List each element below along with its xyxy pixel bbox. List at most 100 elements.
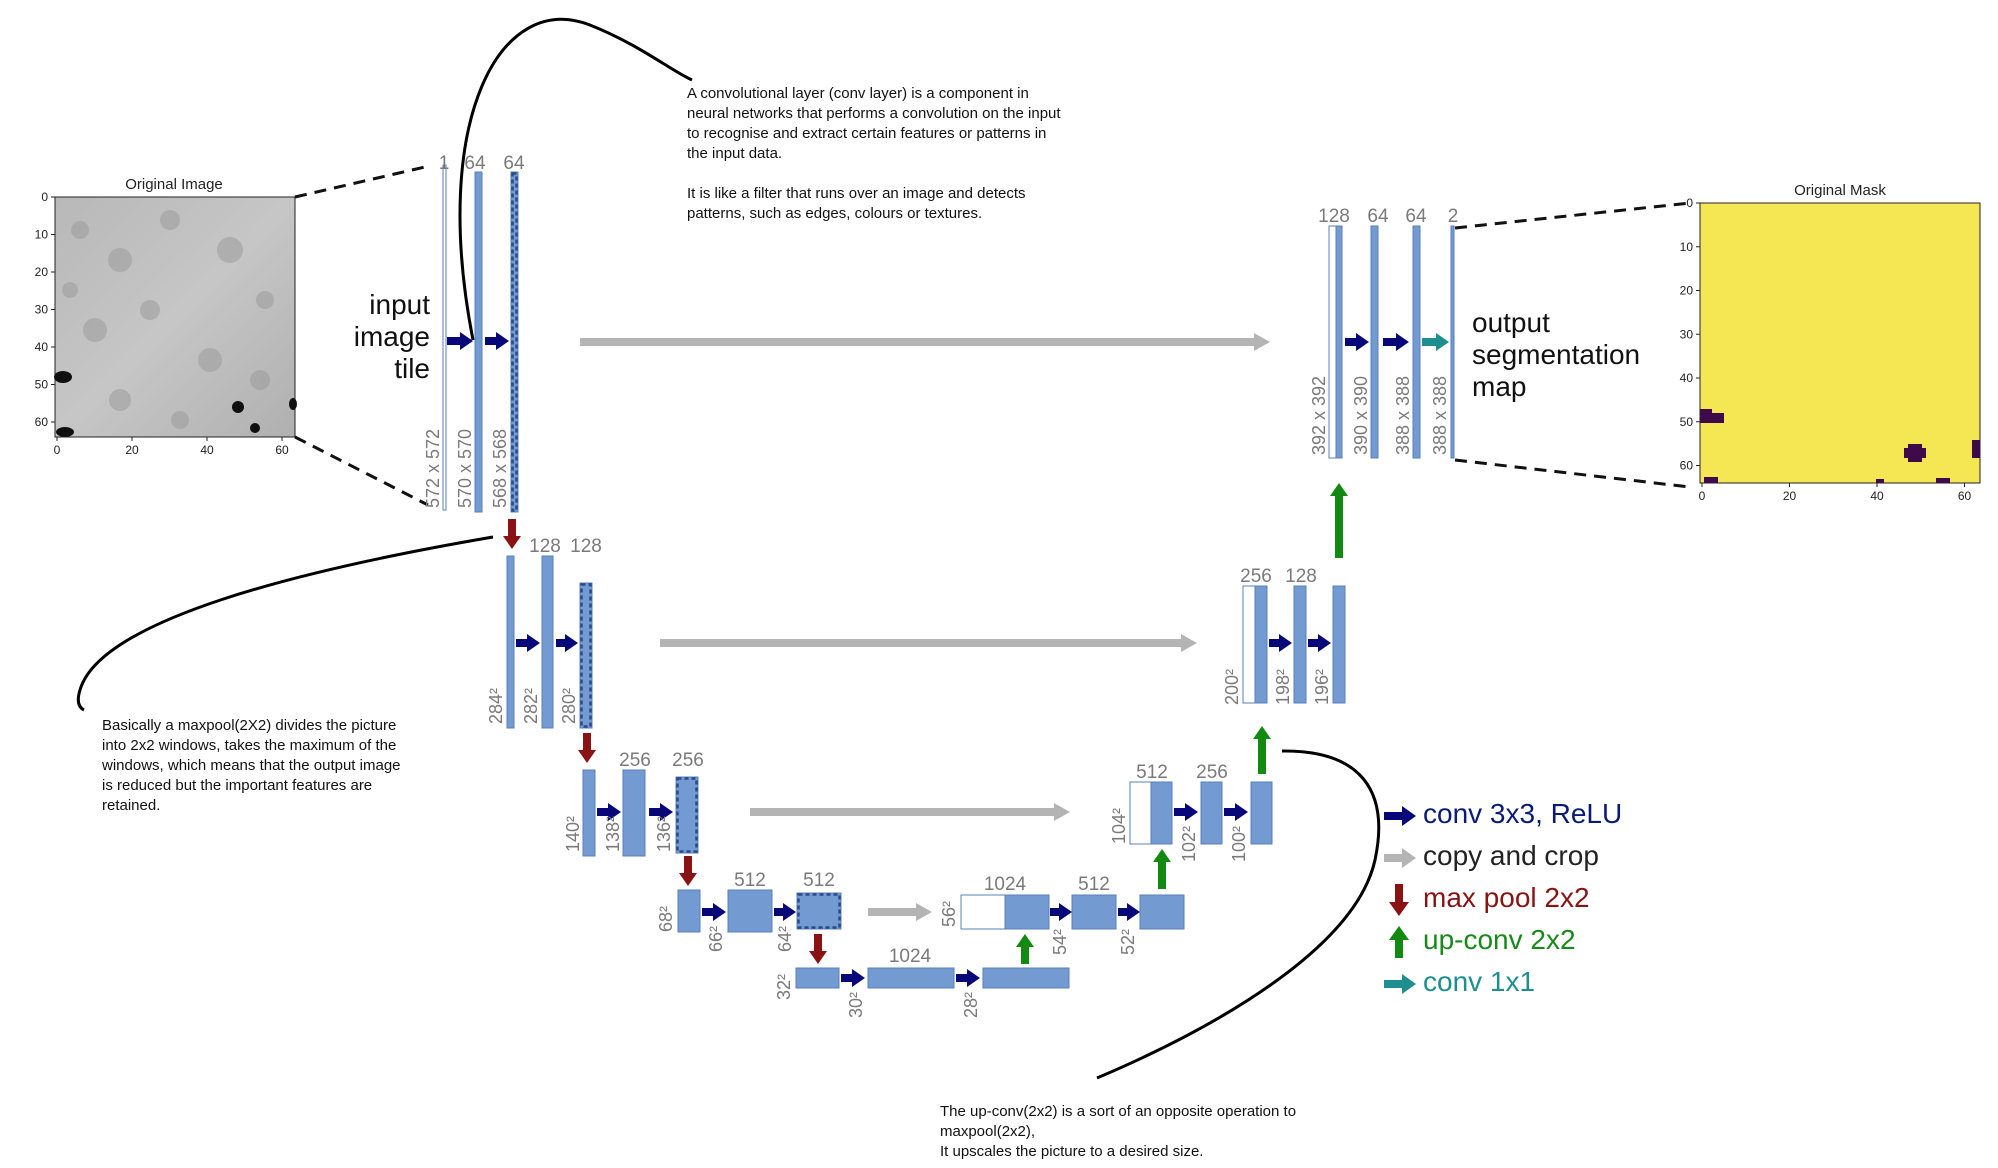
size-label: 30² bbox=[846, 992, 866, 1018]
channel-label: 1024 bbox=[889, 946, 932, 967]
channel-label: 256 bbox=[1196, 762, 1228, 783]
size-label: 100² bbox=[1229, 826, 1249, 862]
original_mask-ytick-label: 10 bbox=[1680, 240, 1694, 254]
size-label: 136² bbox=[654, 816, 674, 852]
original_mask-xtick-label: 60 bbox=[1958, 489, 1972, 503]
original-image-texture bbox=[62, 210, 274, 429]
size-label: 392 x 392 bbox=[1309, 376, 1329, 455]
conv-arrow-icon bbox=[1384, 806, 1416, 826]
level1-dec-conv2-block bbox=[1412, 225, 1421, 459]
input-connector-bottom bbox=[294, 435, 429, 507]
channel-label: 1 bbox=[439, 153, 450, 174]
conv1x1-arrow-icon bbox=[1384, 974, 1416, 994]
original-image-title: Original Image bbox=[125, 176, 223, 193]
channel-label: 128 bbox=[1285, 566, 1317, 587]
conv-layer-annotation: A convolutional layer (conv layer) is a … bbox=[687, 85, 1061, 222]
channel-label: 64 bbox=[503, 153, 525, 174]
level2-up-block bbox=[1254, 585, 1268, 704]
channel-label: 256 bbox=[672, 750, 704, 771]
conv-arrow bbox=[649, 803, 673, 821]
size-label: 568 x 568 bbox=[490, 429, 510, 508]
level5-conv2-block bbox=[982, 967, 1070, 989]
maxpool-callout-curve bbox=[76, 535, 494, 712]
crop-region-outline bbox=[580, 583, 592, 728]
size-label: 140² bbox=[563, 816, 583, 852]
original_image-ytick-label: 40 bbox=[35, 340, 49, 354]
level3-copy-block bbox=[1129, 781, 1152, 845]
size-label: 572 x 572 bbox=[423, 429, 443, 508]
size-label: 284² bbox=[486, 688, 506, 724]
size-label: 64² bbox=[775, 926, 795, 952]
original_mask-ytick-label: 20 bbox=[1680, 284, 1694, 298]
output-label: map bbox=[1472, 371, 1526, 402]
original_image-ytick-label: 30 bbox=[35, 303, 49, 317]
maxpool-arrow bbox=[679, 856, 697, 886]
size-label: 104² bbox=[1109, 808, 1129, 844]
size-label: 198² bbox=[1273, 669, 1293, 705]
copy-and-crop-arrow-level1 bbox=[580, 333, 1270, 351]
upconv-annotation: The up-conv(2x2) is a sort of an opposit… bbox=[940, 1103, 1297, 1160]
size-label: 66² bbox=[706, 926, 726, 952]
size-label: 56² bbox=[939, 901, 959, 927]
level2-conv2-block bbox=[579, 582, 593, 729]
size-label: 196² bbox=[1312, 669, 1332, 705]
conv-callout-curve bbox=[458, 17, 693, 341]
legend-item-upconv: up-conv 2x2 bbox=[1380, 922, 1710, 964]
legend-label-upconv: up-conv 2x2 bbox=[1423, 924, 1576, 955]
level3-conv2-block bbox=[675, 776, 699, 854]
original_image-xtick-label: 0 bbox=[54, 443, 61, 457]
level2-copy-block bbox=[1242, 585, 1256, 704]
original_image-xtick-label: 60 bbox=[275, 443, 289, 457]
level1-conv2-block bbox=[510, 171, 519, 513]
channel-label: 2 bbox=[1448, 206, 1459, 227]
upconv-callout-curve bbox=[1096, 749, 1381, 1080]
upconv-arrow bbox=[1253, 726, 1271, 774]
copy-and-crop-arrow-level3 bbox=[750, 803, 1070, 821]
original_mask-xtick-label: 40 bbox=[1870, 489, 1884, 503]
original_image-ytick-label: 0 bbox=[41, 190, 48, 204]
legend-label-conv: conv 3x3, ReLU bbox=[1423, 798, 1623, 829]
original_mask-ytick-label: 30 bbox=[1680, 327, 1694, 341]
conv-arrow bbox=[841, 969, 865, 987]
original_mask-ytick-label: 50 bbox=[1680, 415, 1694, 429]
channel-label: 64 bbox=[1367, 206, 1389, 227]
crop-region-outline bbox=[676, 777, 698, 853]
legend-item-conv: conv 3x3, ReLU bbox=[1380, 796, 1710, 838]
crop-region-outline bbox=[511, 172, 518, 512]
conv-arrow bbox=[1050, 903, 1072, 921]
legend-label-conv1x1: conv 1x1 bbox=[1423, 966, 1536, 997]
channel-label: 128 bbox=[1318, 206, 1350, 227]
conv-arrow bbox=[1345, 333, 1369, 351]
size-label: 68² bbox=[656, 906, 676, 932]
level1-conv1-block bbox=[474, 171, 483, 513]
conv-arrow bbox=[516, 634, 540, 652]
level3-conv1-block bbox=[622, 769, 646, 857]
maxpool-arrow bbox=[503, 519, 521, 549]
conv-arrow bbox=[1174, 803, 1198, 821]
original_image-ytick-label: 50 bbox=[35, 378, 49, 392]
level4-conv2-block bbox=[796, 892, 842, 930]
legend-label-copy: copy and crop bbox=[1423, 840, 1599, 871]
size-label: 280² bbox=[559, 688, 579, 724]
output-connector-top bbox=[1454, 201, 1691, 230]
channel-label: 64 bbox=[464, 153, 486, 174]
level2-conv1-block bbox=[541, 555, 554, 729]
maxpool-annotation: Basically a maxpool(2X2) divides the pic… bbox=[102, 717, 401, 814]
maxpool-arrow bbox=[578, 733, 596, 763]
conv-arrow bbox=[1308, 634, 1331, 652]
legend: conv 3x3, ReLU copy and crop max pool 2x… bbox=[1380, 796, 1710, 1006]
level5-conv1-block bbox=[867, 967, 955, 989]
level2-dec-conv1-block bbox=[1293, 585, 1307, 704]
upconv-arrow bbox=[1153, 849, 1171, 889]
channel-label: 256 bbox=[619, 750, 651, 771]
size-label: 200² bbox=[1222, 669, 1242, 705]
output-label: output bbox=[1472, 307, 1550, 338]
upconv-arrow bbox=[1330, 483, 1348, 558]
original_image-ytick-label: 20 bbox=[35, 265, 49, 279]
level3-up-block bbox=[1150, 781, 1173, 845]
